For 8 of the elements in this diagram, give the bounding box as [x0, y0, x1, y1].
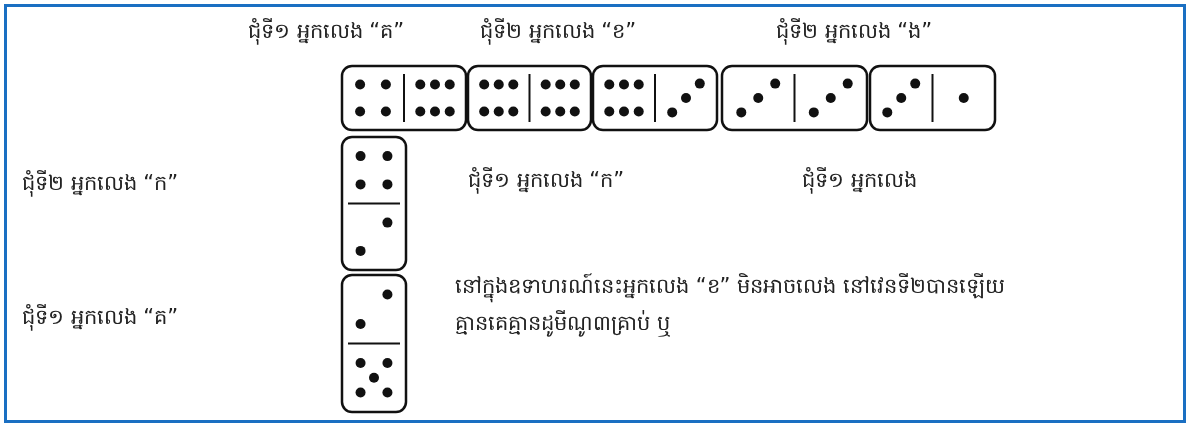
- player-label: ជុំទី២ អ្នកលេង “ខ”: [480, 17, 637, 47]
- note-text: នៅក្នុងឧទាហរណ៍នេះអ្នកលេង “ខ” មិនអាចលេង នៅវេនទី២បានឡើយគ្មានគេគ្មានដូមីណូ៣គ្រាប់ ឬ: [455, 272, 1006, 339]
- player-label: ជុំទី១ អ្នកលេង “ក”: [468, 166, 625, 196]
- player-label: ជុំទី១ អ្នកលេង: [802, 166, 917, 196]
- player-label: ជុំទី២ អ្នកលេង “ង”: [776, 17, 933, 47]
- player-label: ជុំទី១ អ្នកលេង “គ”: [248, 17, 405, 47]
- player-label: ជុំទី២ អ្នកលេង “ក”: [22, 169, 179, 199]
- player-label: ជុំទី១ អ្នកលេង “គ”: [22, 303, 179, 333]
